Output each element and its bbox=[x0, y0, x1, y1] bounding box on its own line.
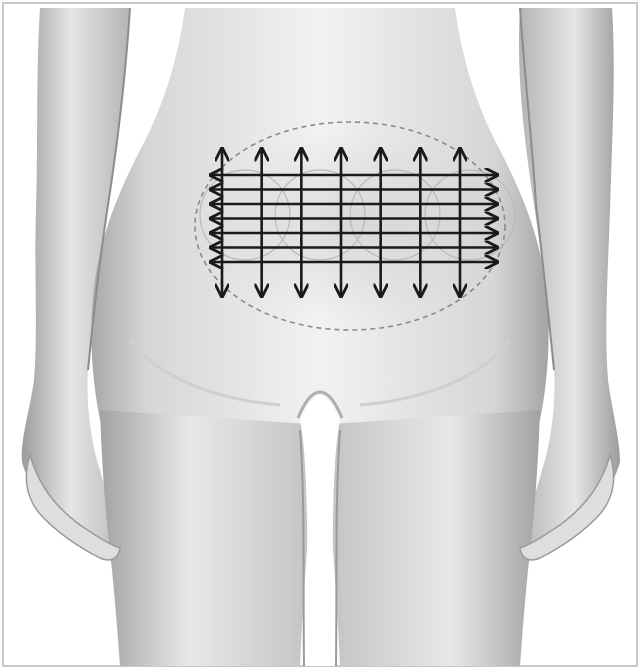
right-leg bbox=[318, 410, 540, 666]
left-leg bbox=[100, 410, 322, 666]
abdomen-shading bbox=[200, 130, 500, 320]
